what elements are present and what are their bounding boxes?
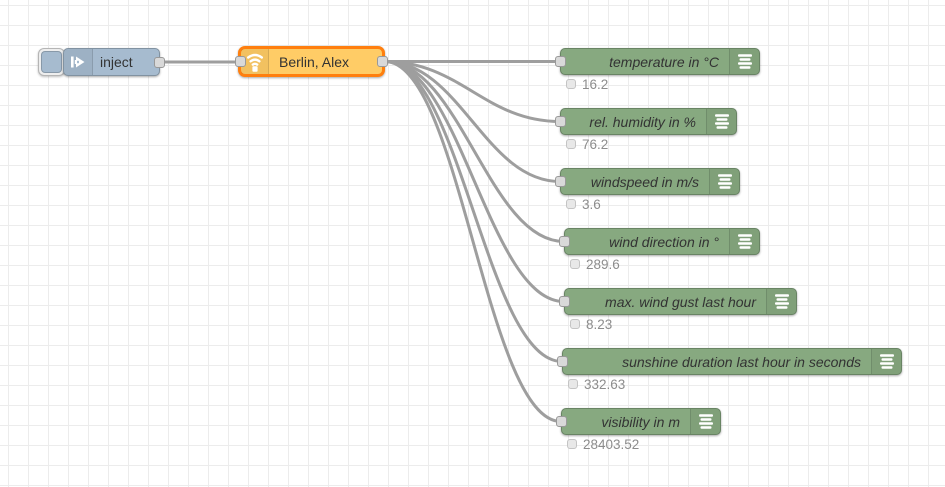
- debug-list-icon: [871, 349, 901, 374]
- input-port[interactable]: [555, 176, 566, 187]
- node-label: sunshine duration last hour in seconds: [622, 353, 861, 370]
- output-port[interactable]: [377, 56, 388, 67]
- status-temperature: 16.2: [566, 76, 609, 92]
- status-value: 8.23: [586, 316, 613, 332]
- status-visibility: 28403.52: [567, 436, 640, 452]
- node-label: max. wind gust last hour: [605, 293, 756, 310]
- status-windspeed: 3.6: [566, 196, 601, 212]
- inject-arrow-icon: [64, 49, 93, 75]
- debug-node-temperature[interactable]: temperature in °C: [555, 48, 760, 75]
- input-port[interactable]: [235, 56, 246, 67]
- input-port[interactable]: [555, 56, 566, 67]
- wire-wind-direction[interactable]: [383, 60, 566, 243]
- status-sunshine: 332.63: [568, 376, 626, 392]
- input-port[interactable]: [555, 116, 566, 127]
- status-wind-direction: 289.6: [570, 256, 620, 272]
- status-value: 332.63: [584, 376, 626, 392]
- inject-trigger-button[interactable]: [38, 48, 65, 76]
- status-indicator-icon: [566, 139, 576, 149]
- status-indicator-icon: [570, 319, 580, 329]
- input-port[interactable]: [559, 296, 570, 307]
- inject-trigger-button-face: [41, 51, 62, 73]
- debug-list-icon: [690, 409, 720, 434]
- status-value: 28403.52: [583, 436, 640, 452]
- status-value: 289.6: [586, 256, 620, 272]
- debug-node-wind-gust[interactable]: max. wind gust last hour: [559, 288, 797, 315]
- debug-node-windspeed[interactable]: windspeed in m/s: [555, 168, 740, 195]
- inject-node[interactable]: inject: [63, 48, 165, 76]
- weather-node-berlin-alex[interactable]: Berlin, Alex: [235, 46, 388, 77]
- node-label: inject: [100, 54, 133, 70]
- node-label: temperature in °C: [609, 53, 719, 70]
- status-indicator-icon: [566, 79, 576, 89]
- debug-list-icon: [709, 169, 739, 194]
- node-label: Berlin, Alex: [279, 53, 350, 70]
- debug-node-wind-direction[interactable]: wind direction in °: [559, 228, 760, 255]
- wire-windspeed[interactable]: [383, 60, 562, 183]
- status-indicator-icon: [566, 199, 576, 209]
- input-port[interactable]: [556, 416, 567, 427]
- node-label: windspeed in m/s: [590, 173, 699, 190]
- debug-list-icon: [766, 289, 796, 314]
- debug-node-humidity[interactable]: rel. humidity in %: [555, 108, 737, 135]
- debug-list-icon: [706, 109, 736, 134]
- wire-sunshine[interactable]: [383, 60, 564, 363]
- status-value: 16.2: [582, 76, 609, 92]
- output-port[interactable]: [154, 56, 165, 68]
- wire-visibility[interactable]: [383, 60, 563, 423]
- status-wind-gust: 8.23: [570, 316, 613, 332]
- wire-humidity[interactable]: [383, 60, 562, 123]
- debug-list-icon: [729, 229, 759, 254]
- status-indicator-icon: [568, 379, 578, 389]
- status-humidity: 76.2: [566, 136, 609, 152]
- node-label: wind direction in °: [609, 233, 719, 250]
- debug-node-visibility[interactable]: visibility in m: [556, 408, 721, 435]
- status-value: 3.6: [582, 196, 601, 212]
- input-port[interactable]: [559, 236, 570, 247]
- node-label: visibility in m: [601, 413, 680, 430]
- status-value: 76.2: [582, 136, 609, 152]
- node-label: rel. humidity in %: [589, 113, 696, 130]
- debug-node-sunshine[interactable]: sunshine duration last hour in seconds: [557, 348, 902, 375]
- debug-list-icon: [729, 49, 759, 74]
- input-port[interactable]: [557, 356, 568, 367]
- status-indicator-icon: [567, 439, 577, 449]
- status-indicator-icon: [570, 259, 580, 269]
- wire-wind-gust[interactable]: [383, 60, 566, 303]
